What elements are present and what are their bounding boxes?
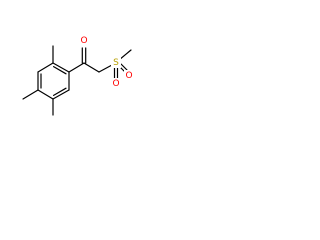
atom-o-sulfonyl-2: O <box>124 70 134 81</box>
sulfonyl-double-bond-2 <box>120 63 128 71</box>
atom-o-sulfonyl-1: O <box>111 78 121 89</box>
atom-o-carbonyl: O <box>79 35 89 46</box>
ring-bond <box>52 62 70 73</box>
oxygen-label: O <box>125 71 132 81</box>
oxygen-label: O <box>80 36 87 46</box>
ring-bond <box>37 62 54 73</box>
ring-double-bond <box>52 65 67 75</box>
carbonyl-to-ch2-bond <box>83 62 100 73</box>
ring-to-carbonyl-bond <box>68 62 85 73</box>
methyl-bond-left <box>22 89 39 100</box>
oxygen-label: O <box>112 79 119 89</box>
structure-diagram: O S O O <box>22 35 134 116</box>
atom-s-sulfonyl: S <box>111 57 121 68</box>
sulfur-label: S <box>113 58 119 68</box>
ring-bond <box>37 89 54 100</box>
ch2-to-sulfur-bond <box>98 64 113 73</box>
ring-bond <box>52 89 70 100</box>
ring-double-bond <box>52 87 67 97</box>
mesityl-ring <box>37 62 70 100</box>
